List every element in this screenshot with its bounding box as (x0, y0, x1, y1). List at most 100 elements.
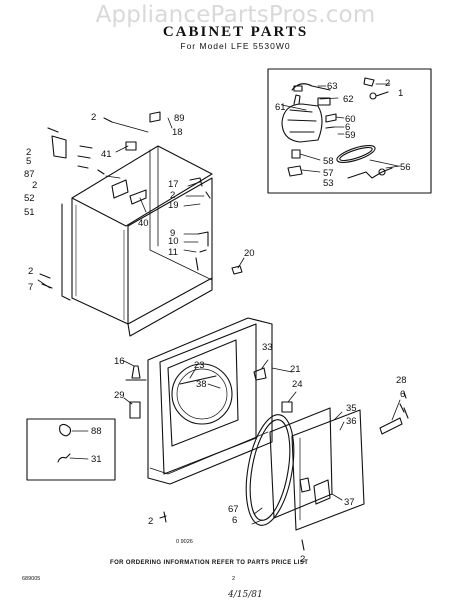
motor-terminal (293, 94, 301, 105)
cabinet-left-side (71, 197, 129, 325)
watermark: AppliancePartsPros.com (95, 2, 376, 28)
callout-24: 24 (292, 379, 303, 390)
callout-57: 57 (323, 168, 334, 179)
callout-37: 37 (344, 497, 355, 508)
outer-door (291, 409, 365, 531)
door-leaders (251, 399, 401, 525)
part-88 (59, 423, 72, 437)
part-31 (57, 453, 71, 463)
loose-parts-frame (26, 418, 116, 481)
callout-41: 41 (101, 149, 112, 160)
idler-arm (347, 167, 393, 179)
hinge-screws (399, 391, 407, 413)
part-57 (287, 165, 303, 177)
wire-harness (291, 83, 331, 91)
cabinet-base (127, 277, 213, 337)
strap-23 (179, 375, 217, 385)
door-screw (301, 539, 305, 551)
screws-left (47, 117, 113, 175)
callout-20: 20 (244, 248, 255, 259)
inset-leaders-bl (69, 430, 89, 460)
callout-40: 40 (138, 218, 149, 229)
door-handle (313, 479, 331, 505)
switch-screw (369, 92, 377, 100)
part-20 (231, 265, 243, 275)
callout-2: 2 (91, 112, 96, 123)
front-panel-base (149, 431, 269, 475)
callout-36: 36 (346, 416, 357, 427)
screws-side (39, 273, 53, 289)
latch-29 (129, 401, 141, 419)
callout-6: 6 (400, 389, 405, 400)
cabinet-inner (149, 145, 213, 281)
callout-2: 2 (300, 554, 305, 565)
callout-33: 33 (262, 342, 273, 353)
diagram-title: CABINET PARTS (162, 24, 309, 40)
cabinet-side-edges (75, 204, 125, 321)
callout-31: 31 (91, 454, 102, 465)
page-number: 2 (232, 576, 235, 582)
callout-7: 7 (28, 282, 33, 293)
inset-leaders (281, 83, 401, 173)
block-41 (125, 141, 137, 151)
motor-body (281, 103, 323, 143)
callout-29: 29 (114, 390, 125, 401)
callout-18: 18 (172, 127, 183, 138)
leveling-foot (131, 365, 141, 379)
switch-leader (375, 91, 389, 97)
door-assembly (245, 391, 409, 551)
bracket-5 (51, 135, 67, 159)
callout-2: 2 (148, 516, 153, 527)
callout-38: 38 (196, 379, 207, 390)
callout-2: 2 (385, 78, 390, 89)
callout-2: 2 (28, 266, 33, 277)
callout-5: 5 (26, 156, 31, 167)
callout-59: 59 (345, 130, 356, 141)
door-opening (171, 363, 233, 425)
screw-6 (325, 126, 335, 129)
callout-19: 19 (168, 200, 179, 211)
callout-35: 35 (346, 403, 357, 414)
callout-67: 67 (228, 504, 239, 515)
drive-belt (336, 145, 376, 163)
model-subtitle: For Model LFE 5530W0 (180, 41, 291, 51)
clip-89 (149, 111, 161, 123)
screw-11 (195, 257, 199, 271)
callout-88: 88 (91, 426, 102, 437)
door-opening-frame (167, 339, 239, 447)
motor-inset (267, 68, 432, 194)
callout-89: 89 (174, 113, 185, 124)
motor-inset-frame (267, 68, 432, 194)
part-33 (253, 367, 267, 381)
cabinet-leaders (37, 117, 245, 289)
ordering-footer-note: FOR ORDERING INFORMATION REFER TO PARTS … (110, 560, 308, 566)
rear-brackets (111, 179, 147, 205)
loose-parts-inset (26, 418, 116, 481)
hinge-pin (403, 407, 409, 419)
callouts: 2 1 63 62 61 60 6 59 58 57 53 56 2 89 18… (22, 78, 411, 600)
door-opening-inner (176, 368, 228, 420)
drive-belt-inner (339, 146, 373, 162)
idler-pulley (378, 168, 386, 176)
callout-23: 23 (194, 360, 205, 371)
callout-6: 6 (232, 515, 237, 526)
callout-21: 21 (290, 364, 301, 375)
callout-62: 62 (343, 94, 354, 105)
callout-10: 10 (168, 236, 179, 247)
part-24 (281, 401, 293, 413)
door-gasket (245, 414, 295, 526)
handwritten-signature: 4/15/81 (227, 590, 263, 600)
callout-61: 61 (275, 102, 286, 113)
callout-11: 11 (168, 247, 178, 258)
callout-60: 60 (345, 114, 356, 125)
bottom-screw (159, 511, 167, 523)
callout-63: 63 (327, 81, 338, 92)
callout-16: 16 (114, 356, 125, 367)
drawing-id: 0 9026 (176, 539, 193, 545)
part-58 (291, 149, 301, 159)
hinge-28 (379, 417, 403, 435)
form-number: 689005 (22, 576, 40, 582)
callout-58: 58 (323, 156, 334, 167)
callout-56: 56 (400, 162, 411, 173)
